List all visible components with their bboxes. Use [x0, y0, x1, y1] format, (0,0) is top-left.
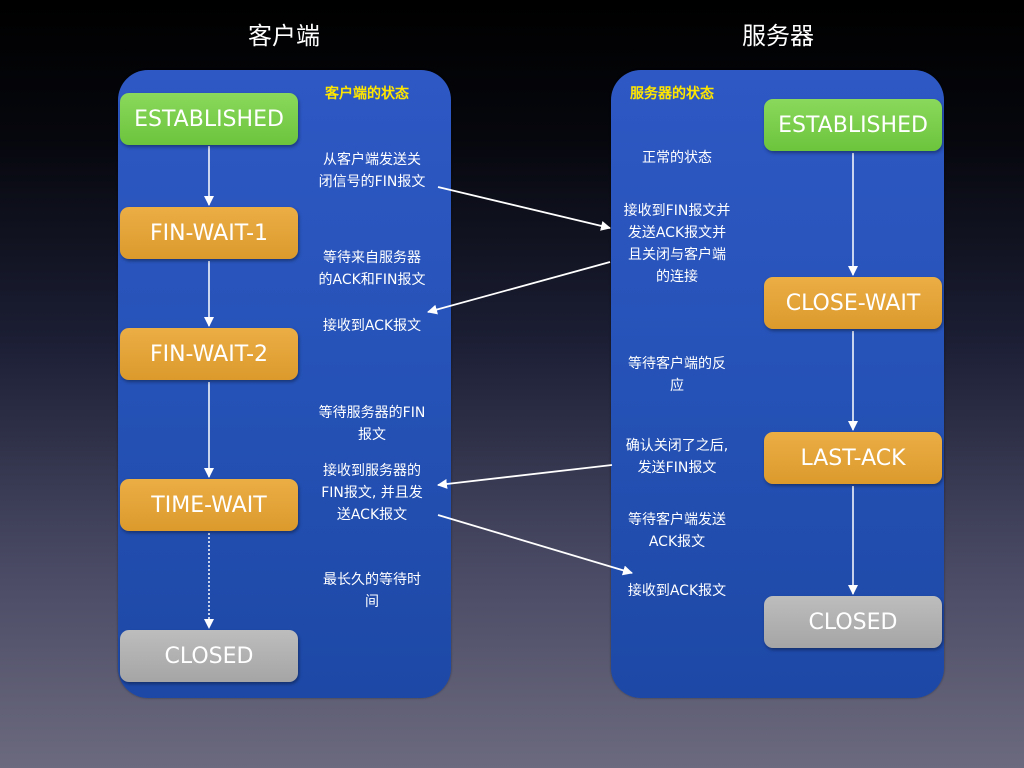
client-panel-heading: 客户端的状态	[325, 86, 409, 102]
arrow-fin-server-to-client	[437, 464, 613, 489]
client-state-fin-wait-1: FIN-WAIT-1	[120, 207, 298, 259]
client-note-wait-ack-fin-line: 等待来自服务器	[323, 250, 421, 266]
client-note-wait-ack-fin: 等待来自服务器 的ACK和FIN报文	[297, 247, 447, 291]
client-note-recv-ack: 接收到ACK报文	[297, 315, 447, 337]
client-note-wait-server-fin: 等待服务器的FIN 报文	[297, 402, 447, 446]
client-note-send-fin: 从客户端发送关 闭信号的FIN报文	[297, 149, 447, 193]
server-state-closed: CLOSED	[764, 596, 942, 648]
server-title: 服务器	[742, 22, 814, 50]
client-note-send-fin-line: 从客户端发送关	[323, 152, 421, 168]
server-note-recv-fin-line: 的连接	[656, 269, 698, 285]
client-note-send-fin-line: 闭信号的FIN报文	[318, 174, 426, 190]
server-note-recv-fin: 接收到FIN报文并 发送ACK报文并 且关闭与客户端 的连接	[602, 200, 752, 288]
client-note-recv-ack-line: 接收到ACK报文	[322, 318, 422, 334]
server-note-recv-fin-line: 且关闭与客户端	[628, 247, 726, 263]
server-note-normal-line: 正常的状态	[642, 150, 712, 166]
client-note-max-wait-line: 间	[365, 594, 379, 610]
arrow-fin-client-to-server	[437, 186, 611, 231]
server-note-wait-client-ack: 等待客户端发送 ACK报文	[602, 509, 752, 553]
client-note-recv-server-fin-line: 送ACK报文	[336, 507, 408, 523]
client-note-max-wait-line: 最长久的等待时	[323, 572, 421, 588]
client-note-max-wait: 最长久的等待时 间	[297, 569, 447, 613]
client-state-fin-wait-2: FIN-WAIT-2	[120, 328, 298, 380]
server-note-recv-ack-line: 接收到ACK报文	[627, 583, 727, 599]
client-note-recv-server-fin-line: FIN报文, 并且发	[321, 485, 423, 501]
client-note-recv-server-fin: 接收到服务器的 FIN报文, 并且发 送ACK报文	[297, 460, 447, 526]
arrow-ack-server-to-client	[427, 261, 611, 315]
server-note-confirm-close-line: 确认关闭了之后,	[625, 438, 729, 454]
server-note-recv-fin-line: 发送ACK报文并	[627, 225, 727, 241]
arrow-ack-client-to-server	[437, 514, 633, 576]
server-panel-heading: 服务器的状态	[630, 86, 714, 102]
client-title: 客户端	[248, 22, 320, 50]
client-note-recv-server-fin-line: 接收到服务器的	[323, 463, 421, 479]
server-note-wait-client-ack-line: 等待客户端发送	[628, 512, 726, 528]
client-note-wait-ack-fin-line: 的ACK和FIN报文	[318, 272, 426, 288]
server-note-recv-fin-line: 接收到FIN报文并	[623, 203, 731, 219]
server-note-wait-client-ack-line: ACK报文	[648, 534, 706, 550]
client-note-wait-server-fin-line: 报文	[358, 427, 386, 443]
server-note-confirm-close-line: 发送FIN报文	[637, 460, 717, 476]
client-state-time-wait: TIME-WAIT	[120, 479, 298, 531]
server-note-confirm-close: 确认关闭了之后, 发送FIN报文	[602, 435, 752, 479]
client-note-wait-server-fin-line: 等待服务器的FIN	[318, 405, 426, 421]
client-state-closed: CLOSED	[120, 630, 298, 682]
server-panel	[611, 70, 944, 698]
server-state-last-ack: LAST-ACK	[764, 432, 942, 484]
server-state-close-wait: CLOSE-WAIT	[764, 277, 942, 329]
server-note-wait-client: 等待客户端的反 应	[602, 353, 752, 397]
client-panel	[118, 70, 451, 698]
client-state-established: ESTABLISHED	[120, 93, 298, 145]
server-state-established: ESTABLISHED	[764, 99, 942, 151]
server-note-wait-client-line: 等待客户端的反	[628, 356, 726, 372]
server-note-normal: 正常的状态	[602, 147, 752, 169]
server-note-recv-ack: 接收到ACK报文	[602, 580, 752, 602]
server-note-wait-client-line: 应	[670, 378, 684, 394]
